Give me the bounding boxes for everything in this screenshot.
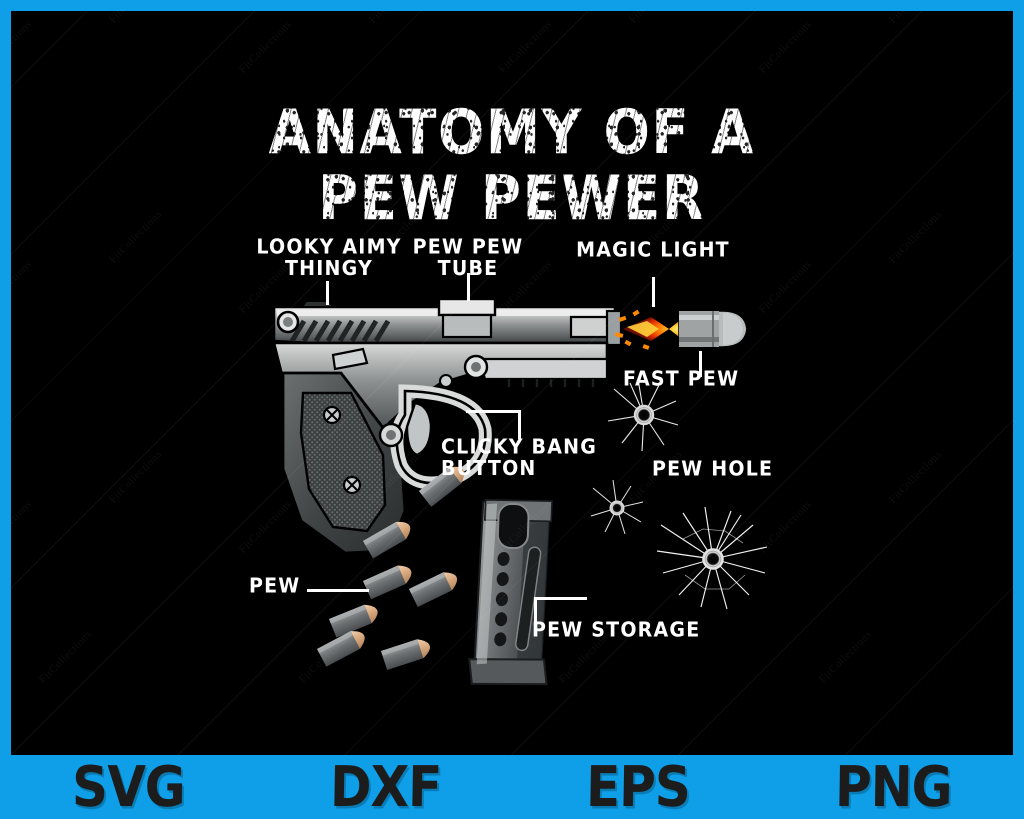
format-png[interactable]: PNG <box>834 754 953 819</box>
artwork-svg <box>272 297 768 686</box>
cartridge <box>317 631 365 667</box>
bullet-hole <box>607 378 679 452</box>
safety-lever <box>331 347 369 371</box>
flash-sparks <box>614 309 650 350</box>
pistol-artwork <box>11 11 1013 755</box>
artboard: ANATOMY OF A PEW PEWER <box>11 11 1013 755</box>
trigger <box>405 401 433 457</box>
format-dxf[interactable]: DXF <box>329 754 442 819</box>
label-magic-light: MAGIC LIGHT <box>576 238 730 262</box>
grip-screws <box>322 405 362 495</box>
cartridge <box>381 639 430 671</box>
bullet-hole <box>590 479 644 535</box>
cartridge <box>363 521 411 559</box>
witness-holes <box>494 551 510 647</box>
leader-clicky-bang <box>466 410 521 439</box>
leader-fast-pew <box>699 351 702 377</box>
flying-bullet <box>678 310 748 348</box>
cartridge <box>409 572 458 607</box>
bullet-holes <box>590 378 768 610</box>
accessory-rail <box>507 379 595 387</box>
leader-pew-storage <box>534 597 587 626</box>
title-line-1: ANATOMY OF A <box>11 97 1013 168</box>
page-title: ANATOMY OF A PEW PEWER <box>11 97 1013 234</box>
bullet-hole <box>656 506 768 610</box>
cartridge <box>329 604 378 638</box>
ejection-port <box>441 313 493 339</box>
label-pew-storage: PEW STORAGE <box>532 618 701 642</box>
leader-looky-aimy <box>326 281 329 305</box>
pistol-group <box>272 297 625 555</box>
leader-pew <box>307 589 369 592</box>
label-looky-aimy-thingy: LOOKY AIMY THINGY <box>256 235 402 281</box>
label-pew-hole: PEW HOLE <box>652 457 774 481</box>
cartridges <box>317 466 465 671</box>
format-eps[interactable]: EPS <box>585 754 691 819</box>
label-fast-pew: FAST PEW <box>623 367 740 391</box>
leader-magic-light <box>652 277 655 307</box>
rear-sight-block <box>437 297 497 317</box>
dust-cover <box>477 357 609 381</box>
format-bar: SVG DXF EPS PNG <box>0 755 1024 819</box>
slide-serrations <box>289 319 391 343</box>
label-pew-pew-tube: PEW PEW TUBE <box>412 235 524 281</box>
leader-pew-pew-tube <box>467 273 470 301</box>
cartridge <box>419 466 465 507</box>
format-svg[interactable]: SVG <box>71 754 186 819</box>
muzzle-flash-and-bullet <box>614 309 748 350</box>
label-pew: PEW <box>249 574 301 598</box>
title-line-2-text: PEW PEWER <box>314 162 710 234</box>
slide-stop <box>439 374 453 388</box>
grip-panel <box>299 391 387 533</box>
magazine <box>468 499 553 686</box>
label-clicky-bang-button: CLICKY BANG BUTTON <box>441 435 598 481</box>
front-sight <box>300 300 335 308</box>
title-line-2: PEW PEWER <box>11 162 1013 234</box>
magazine-baseplate <box>468 658 548 686</box>
cartridge <box>363 565 412 600</box>
title-line-1-text: ANATOMY OF A <box>264 97 760 168</box>
